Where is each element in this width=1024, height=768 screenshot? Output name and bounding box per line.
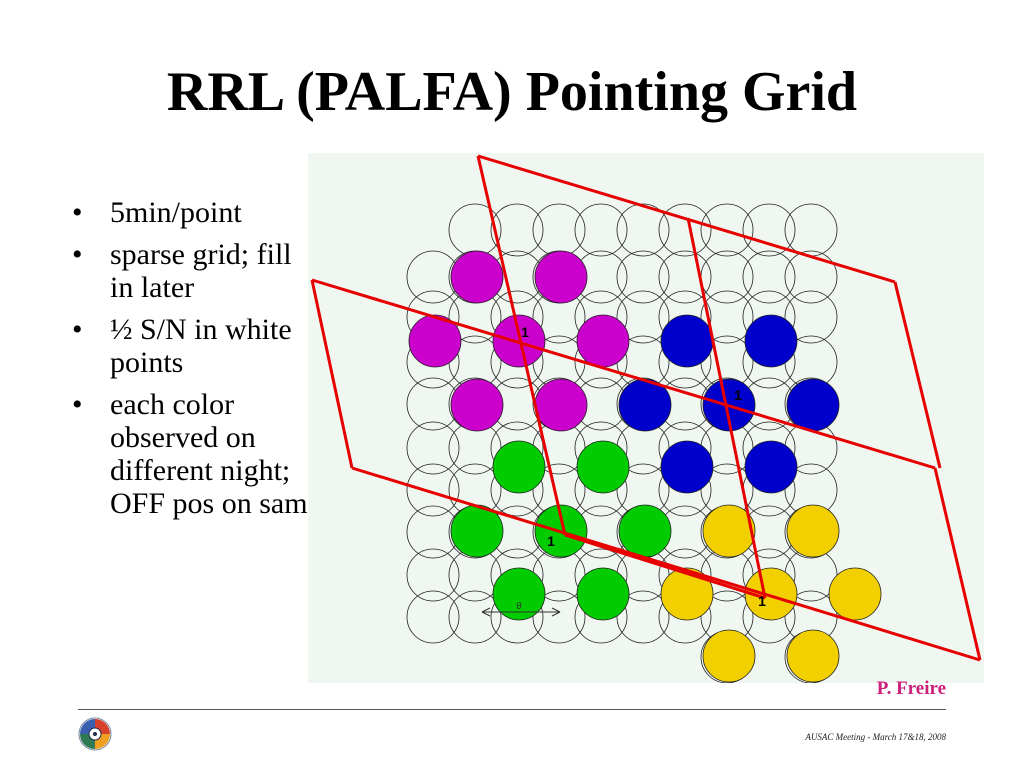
beam-magenta: [408, 314, 462, 368]
frame-edge: [311, 278, 936, 470]
frame-label: 1: [521, 324, 529, 340]
frame-edge: [893, 281, 942, 469]
beam-yellow: [744, 567, 798, 621]
bullet-dot: •: [72, 238, 83, 271]
footer-text: AUSAC Meeting - March 17&18, 2008: [805, 732, 946, 742]
survey-frames: [310, 154, 982, 662]
beam-blue: [744, 314, 798, 368]
beam-ring: [616, 290, 670, 344]
beam-ring: [700, 290, 754, 344]
beam-yellow: [786, 504, 840, 558]
bullet-text: 5min/point: [110, 196, 242, 229]
beam-blue: [660, 314, 714, 368]
beam-green: [492, 567, 546, 621]
bullet-item: • 5min/point: [72, 196, 322, 229]
scale-label: θ: [516, 602, 522, 612]
beam-ring: [574, 203, 628, 257]
beam-ring: [616, 250, 670, 304]
bullet-dot: •: [72, 388, 83, 421]
bullet-list: •5min/point •sparse grid; fill in later …: [72, 196, 322, 529]
beam-ring: [406, 463, 460, 517]
bullet-item: • each color observed on different night;…: [72, 388, 322, 520]
slide-title: RRL (PALFA) Pointing Grid: [166, 61, 858, 123]
beam-blue: [660, 440, 714, 494]
frame-label: 1: [758, 593, 766, 609]
beam-ring: [700, 203, 754, 257]
beam-green: [576, 567, 630, 621]
bullet-text: each color observed on different night; …: [110, 388, 321, 520]
footer-rule: [78, 709, 946, 710]
beam-ring: [532, 590, 586, 644]
beam-ring: [658, 203, 712, 257]
frame-edge: [564, 533, 766, 600]
beam-ring: [616, 590, 670, 644]
beam-ring: [784, 250, 838, 304]
frame-edge: [310, 279, 354, 469]
beam-blue: [786, 378, 840, 432]
bullet-text: sparse grid; fill in later: [110, 238, 292, 304]
frame-edge: [476, 155, 567, 536]
frame-edge: [686, 217, 767, 599]
beam-ring: [742, 203, 796, 257]
image-credit: P. Freire: [876, 678, 946, 699]
beam-yellow: [702, 629, 756, 683]
frame-edge: [933, 467, 982, 661]
beam-magenta: [450, 378, 504, 432]
bullet-item: • sparse grid; fill in later: [72, 238, 322, 304]
beam-green: [576, 440, 630, 494]
beam-yellow: [786, 629, 840, 683]
beam-ring: [448, 590, 502, 644]
beam-ring: [784, 290, 838, 344]
beam-grid: [406, 203, 882, 683]
observatory-logo-icon: [78, 717, 112, 751]
beam-ring: [406, 548, 460, 602]
scale-arrow-right: [551, 607, 561, 617]
bullet-text: ½ S/N in white points: [110, 313, 292, 379]
beam-green: [492, 440, 546, 494]
beam-ring: [742, 250, 796, 304]
bullet-dot: •: [72, 313, 83, 346]
beam-green: [618, 504, 672, 558]
beam-magenta: [534, 378, 588, 432]
bullet-item: • ½ S/N in white points: [72, 313, 322, 379]
beam-magenta: [450, 250, 504, 304]
frame-label: 1: [547, 533, 555, 549]
frame-labels: 1 1 1 1: [521, 324, 766, 609]
beam-yellow: [828, 567, 882, 621]
beam-yellow: [660, 567, 714, 621]
beam-ring: [658, 250, 712, 304]
frame-edge: [351, 466, 981, 662]
beam-ring: [490, 203, 544, 257]
frame-edge: [477, 154, 896, 284]
scale-arrow-left: [481, 607, 491, 617]
beam-blue: [744, 440, 798, 494]
beam-yellow: [702, 504, 756, 558]
beam-ring: [616, 203, 670, 257]
beam-ring: [406, 590, 460, 644]
pointing-grid-figure: 1 1 1 1 θ: [308, 153, 984, 683]
beam-scale: θ: [481, 602, 561, 617]
beam-magenta: [534, 250, 588, 304]
beam-ring: [406, 421, 460, 475]
frame-label: 1: [734, 387, 742, 403]
bullet-dot: •: [72, 196, 83, 229]
beam-magenta: [576, 314, 630, 368]
